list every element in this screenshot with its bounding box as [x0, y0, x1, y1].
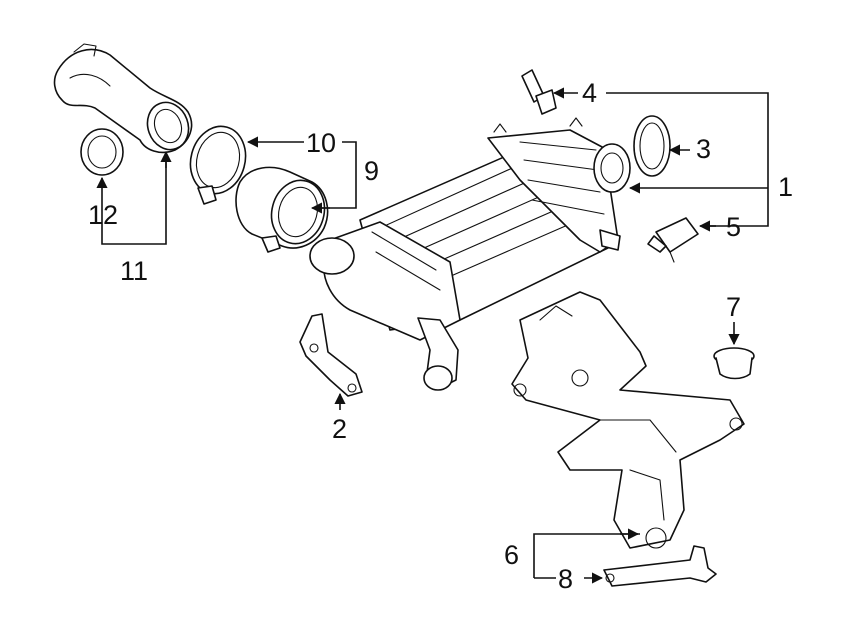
callout-3: 3	[696, 134, 711, 164]
small-bracket-part	[299, 313, 363, 397]
pressure-sensor-part	[647, 217, 699, 263]
callout-6: 6	[504, 540, 519, 570]
leader-lines	[96, 87, 769, 584]
callout-2: 2	[332, 414, 347, 444]
callout-4: 4	[582, 78, 597, 108]
callout-9: 9	[364, 156, 379, 186]
intercooler-part	[309, 117, 631, 391]
o-ring-part	[80, 128, 124, 176]
grommet-part	[713, 347, 755, 380]
callout-5: 5	[726, 212, 741, 242]
sensor-part	[521, 69, 557, 115]
callout-12: 12	[88, 200, 118, 230]
mounting-bracket-part	[511, 291, 745, 549]
callout-7: 7	[726, 292, 741, 322]
callout-8: 8	[558, 564, 573, 594]
connector-hose-part	[235, 166, 329, 253]
seal-ring-part	[633, 115, 671, 177]
callout-1: 1	[778, 172, 793, 202]
callout-11: 11	[120, 256, 148, 286]
hose-clamp-part	[189, 125, 247, 205]
intake-hose-part	[53, 43, 193, 154]
callout-10: 10	[306, 128, 336, 158]
lower-bracket-part	[603, 545, 717, 587]
